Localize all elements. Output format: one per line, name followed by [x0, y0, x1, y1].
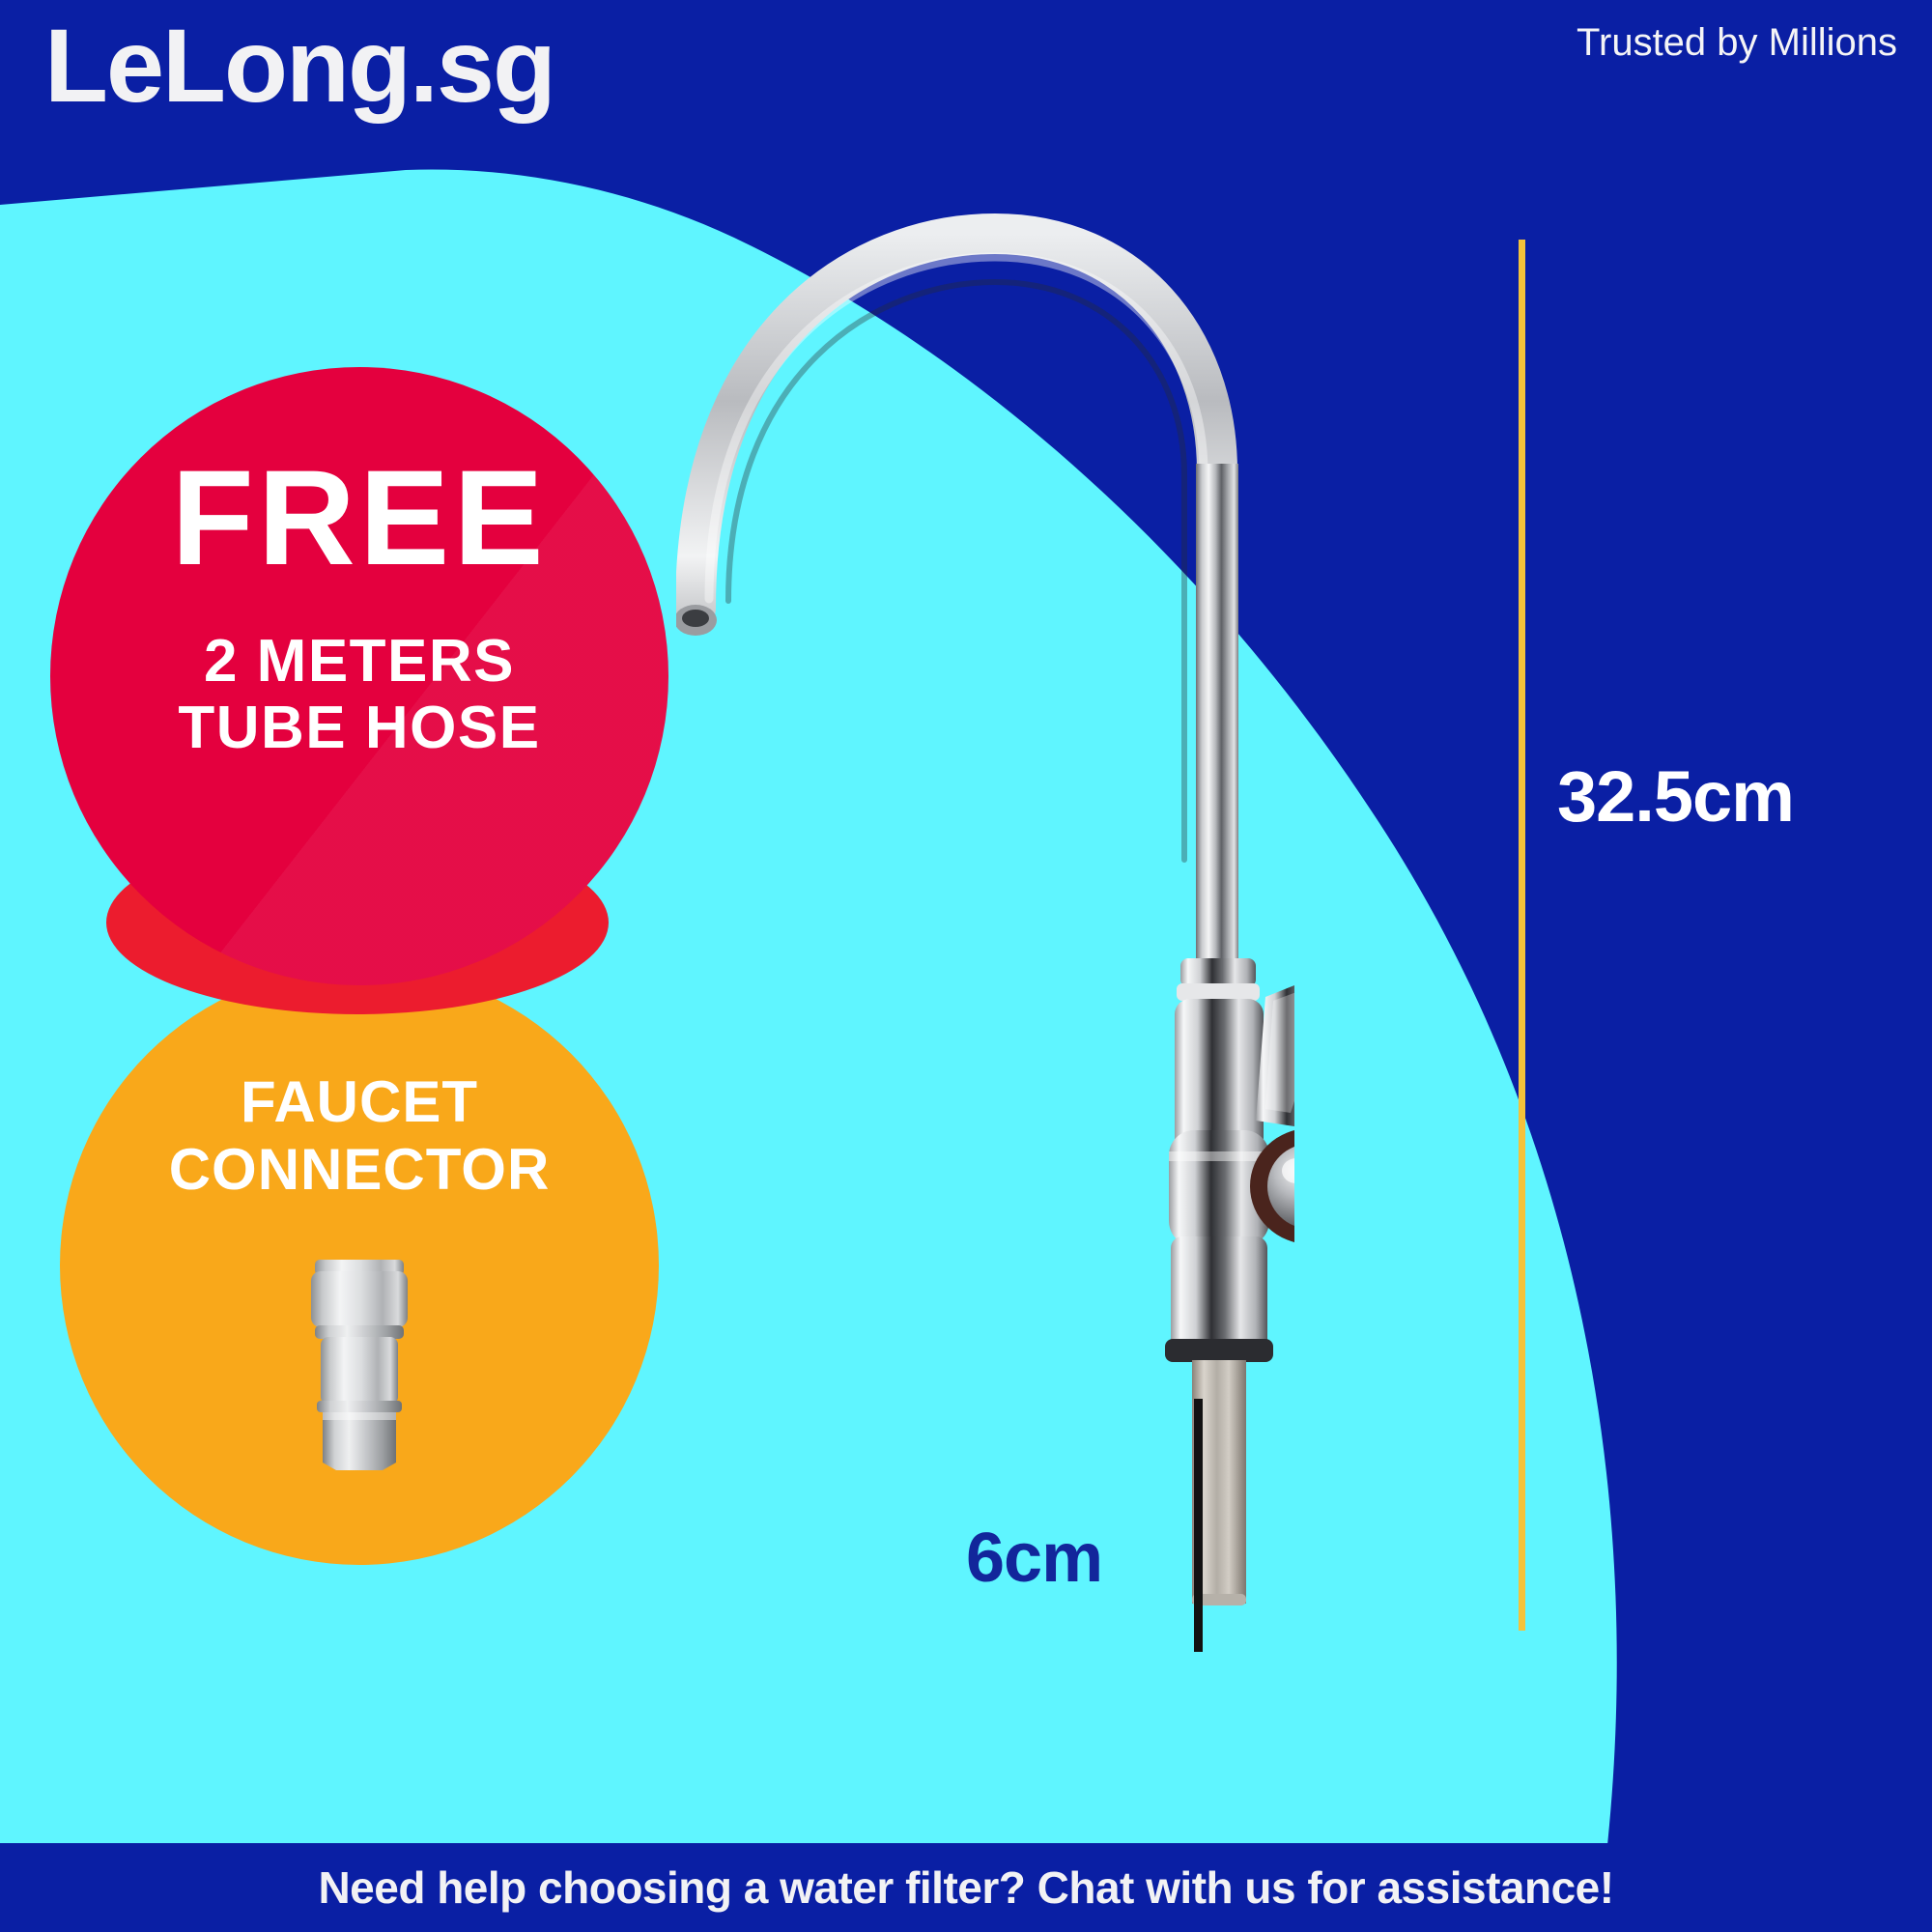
trust-tagline: Trusted by Millions — [1577, 21, 1897, 64]
promo-faucet-connector-line2: CONNECTOR — [168, 1137, 551, 1202]
promo-badge-faucet-connector[interactable]: FAUCET CONNECTOR — [60, 966, 659, 1565]
brand-logo: LeLong.sg — [44, 7, 556, 124]
measurement-label-shank: 6cm — [966, 1520, 1103, 1597]
faucet-product-image — [676, 213, 1294, 1605]
footer-banner[interactable]: Need help choosing a water filter? Chat … — [0, 1843, 1932, 1932]
measurement-line-height — [1519, 240, 1525, 1631]
promo-free-headline: FREE — [171, 441, 548, 593]
promo-faucet-connector-line1: FAUCET — [241, 1069, 478, 1134]
measurement-line-shank — [1194, 1399, 1203, 1652]
promo-free-line2: TUBE HOSE — [178, 695, 541, 762]
faucet-connector-icon — [311, 1260, 408, 1470]
footer-message: Need help choosing a water filter? Chat … — [318, 1862, 1614, 1913]
measurement-label-height: 32.5cm — [1557, 756, 1795, 837]
promo-badge-free-tube-hose[interactable]: FREE 2 METERS TUBE HOSE — [50, 367, 668, 985]
promo-free-line1: 2 METERS — [203, 628, 516, 695]
